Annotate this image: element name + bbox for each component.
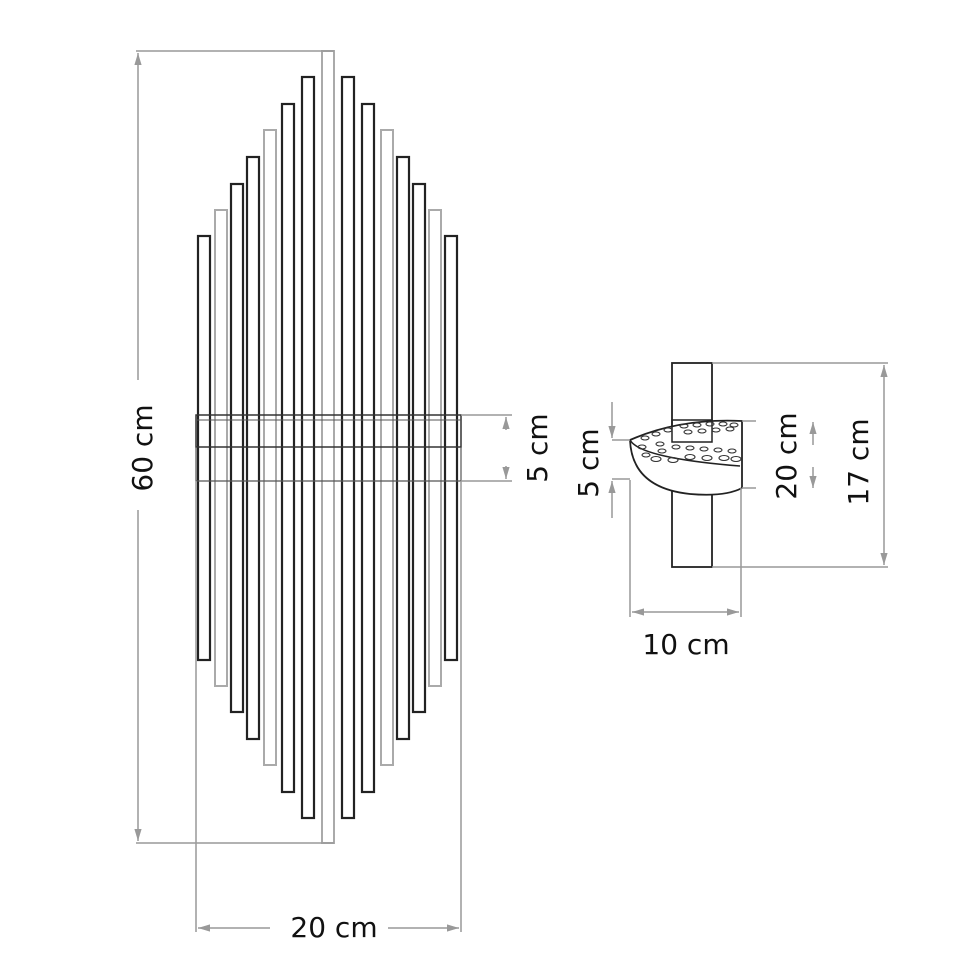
width-dimension: 20 cm bbox=[195, 481, 462, 944]
rod bbox=[360, 102, 376, 794]
rod bbox=[411, 182, 427, 714]
height-label: 60 cm bbox=[126, 404, 159, 491]
shade-dimension: 20 cm bbox=[742, 412, 817, 500]
depth-label: 10 cm bbox=[642, 628, 729, 661]
side-band-label: 5 cm bbox=[572, 428, 605, 497]
side-band-dimension: 5 cm bbox=[572, 402, 630, 518]
side-height-label: 17 cm bbox=[842, 418, 875, 505]
rod bbox=[229, 182, 245, 714]
side-height-dimension: 17 cm bbox=[712, 362, 888, 568]
width-label: 20 cm bbox=[290, 911, 377, 944]
band-label: 5 cm bbox=[521, 413, 554, 482]
rod bbox=[428, 209, 442, 687]
rod bbox=[280, 102, 296, 794]
rod bbox=[245, 155, 261, 741]
rod bbox=[196, 234, 212, 662]
depth-dimension: 10 cm bbox=[629, 480, 742, 661]
rod bbox=[443, 234, 459, 662]
band-dimension: 5 cm bbox=[461, 413, 554, 483]
rod bbox=[395, 155, 411, 741]
front-view: 60 cm 20 cm 5 cm bbox=[126, 50, 554, 944]
mount-band bbox=[195, 414, 462, 482]
height-dimension: 60 cm bbox=[126, 50, 334, 844]
shade bbox=[629, 419, 743, 496]
shade-label: 20 cm bbox=[770, 412, 803, 499]
rod bbox=[214, 209, 228, 687]
side-view: 17 cm 20 cm 5 cm 10 cm bbox=[572, 362, 888, 661]
